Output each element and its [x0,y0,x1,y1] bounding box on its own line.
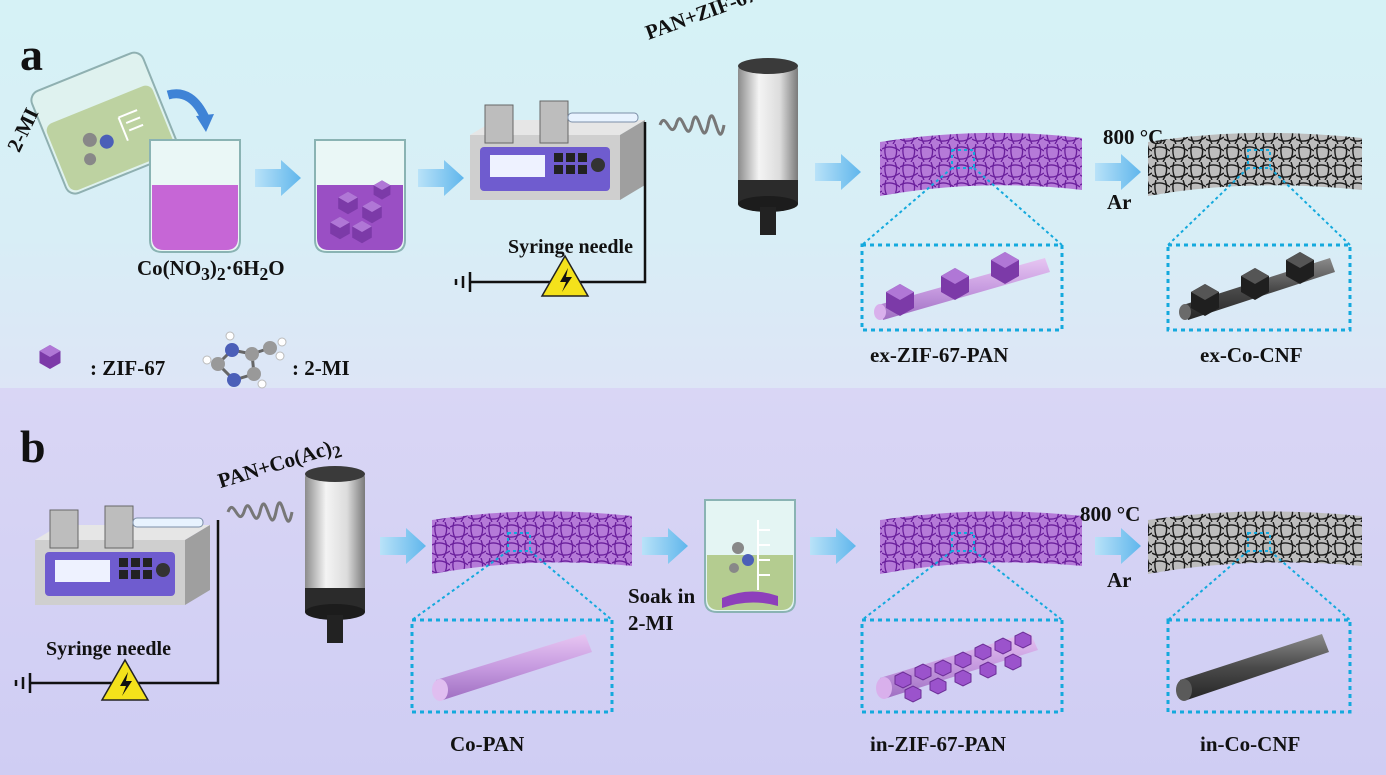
legend-label-2mi: : 2-MI [292,356,350,380]
ground-icon [14,673,32,693]
2mi-molecule-icon [202,331,287,389]
electrospinning-jet-icon [226,501,294,523]
soak-step-label-line-2: 2-MI [628,611,674,635]
zoom-box [1166,618,1352,714]
arrow-icon [815,154,861,190]
panel-label-b: b [20,421,46,472]
zoom-box [860,618,1064,714]
co-pan-fiber-icon [432,634,592,701]
high-voltage-icon [101,659,149,701]
syringe-needle-label: Syringe needle [46,638,171,660]
product-label-in-zif67-pan: in-ZIF-67-PAN [870,732,1007,756]
in-situ-zif67-fiber-icon [876,631,1038,703]
high-voltage-icon [541,255,589,297]
syringe-pump-icon [469,100,646,201]
product-label-ex-zif67-pan: ex-ZIF-67-PAN [870,343,1009,367]
circuit-wire [470,122,647,284]
zoom-box [1166,243,1352,332]
temperature-label: 800 °C [1080,502,1141,526]
arrow-icon [380,528,426,564]
syringe-pump-icon [34,505,211,606]
arrow-icon [1095,528,1141,564]
arrow-icon [642,528,688,564]
soak-step-label: Soak in [628,584,696,608]
pour-arrow-icon [166,89,211,122]
temperature-label: 800 °C [1103,125,1164,149]
pouring-beaker-icon [30,51,179,195]
panel-label-a: a [20,29,43,80]
soaking-beaker-icon [704,499,796,613]
atmosphere-label: Ar [1107,190,1132,214]
panel-b-background [0,388,1386,775]
arrow-icon [418,160,464,196]
zoom-box [410,618,614,714]
cobalt-nitrate-beaker-icon [149,139,241,253]
purple-fiber-mat-icon [432,511,632,574]
co-decorated-carbon-fiber-icon [1179,252,1335,320]
arrow-icon [1095,154,1141,190]
zoom-box [860,243,1064,332]
circuit-wire [30,520,220,685]
collector-drum-icon [305,466,365,643]
ground-icon [454,272,472,292]
purple-fiber-mat-icon [880,132,1082,196]
black-fiber-mat-icon [1148,511,1362,574]
zif67-legend-icon [39,345,61,369]
product-label-in-co-cnf: in-Co-CNF [1200,732,1301,756]
arrow-icon [255,160,301,196]
collector-drum-icon [738,58,798,235]
electrospinning-jet-icon [658,114,726,136]
product-label-ex-co-cnf: ex-Co-CNF [1200,343,1303,367]
cobalt-nitrate-label: Co(NO3)2·6H2O [137,256,285,285]
purple-fiber-mat-icon [880,511,1082,574]
syringe-needle-label: Syringe needle [508,236,633,258]
atmosphere-label: Ar [1107,568,1132,592]
zif67-beaker-icon [314,139,406,253]
black-fiber-mat-icon [1148,132,1362,196]
zif67-decorated-fiber-icon [874,252,1050,320]
product-label-co-pan: Co-PAN [450,732,525,756]
legend-label-zif67: : ZIF-67 [90,356,166,380]
arrow-icon [810,528,856,564]
co-carbon-fiber-icon [1176,634,1329,701]
